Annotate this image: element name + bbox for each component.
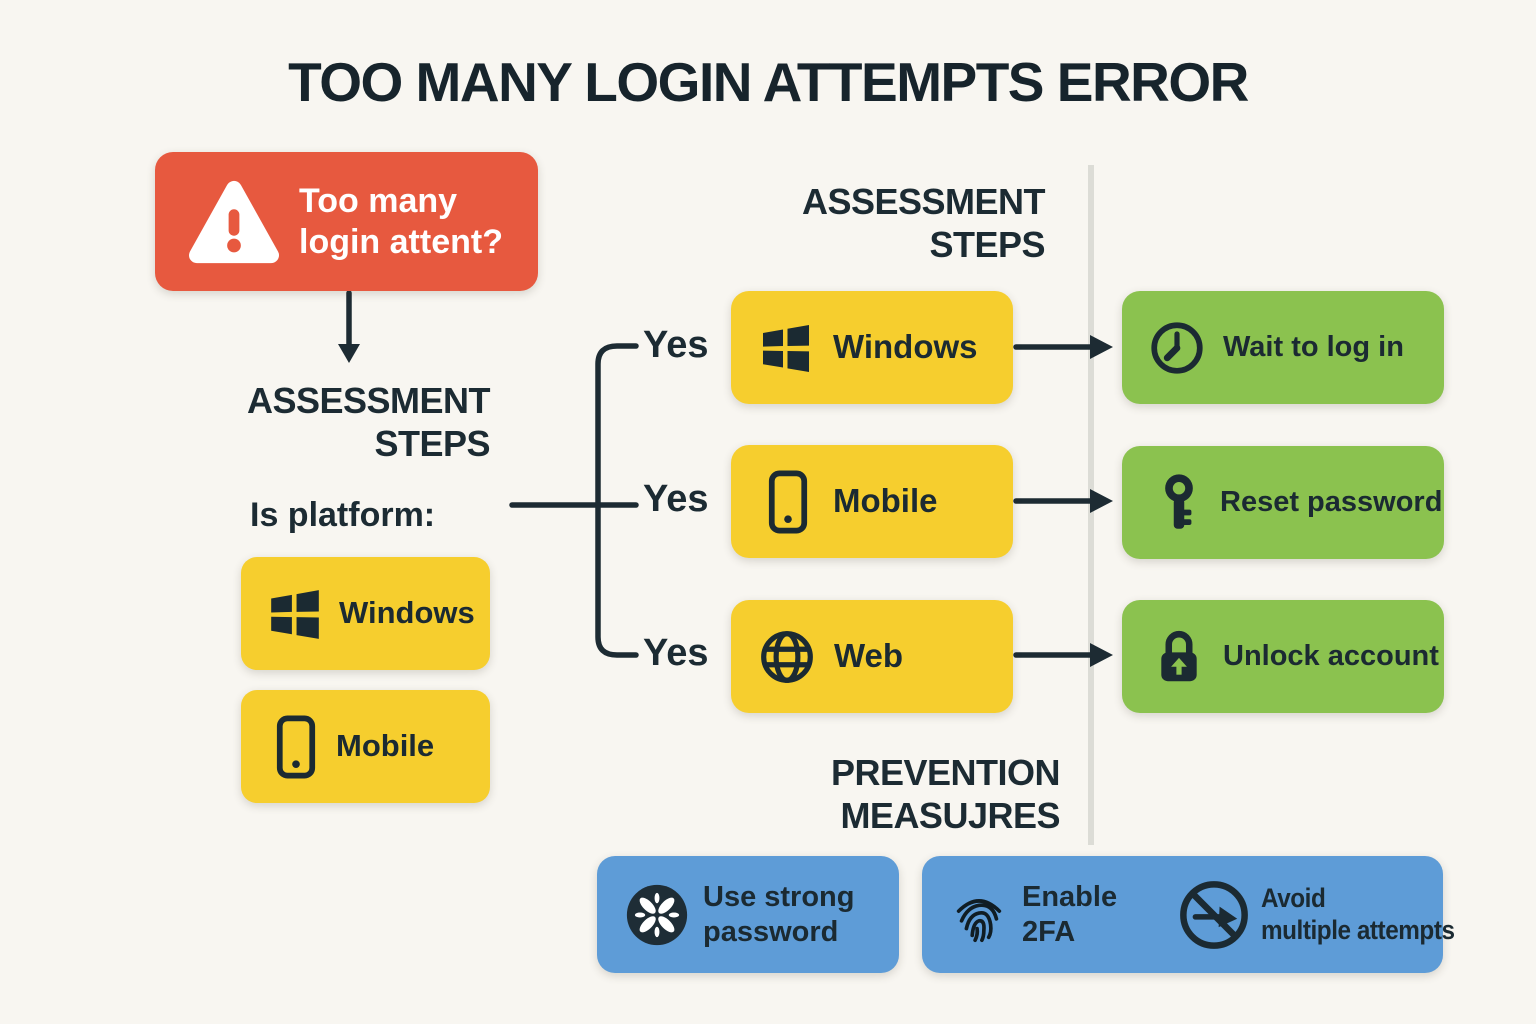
measure-label-line1: Enable [1022, 881, 1118, 914]
measure-strong-password: Use strong password [597, 856, 899, 973]
platform-question: Is platform: [250, 496, 436, 534]
warning-icon [185, 177, 283, 267]
key-icon [1158, 472, 1200, 534]
page-title: TOO MANY LOGIN ATTEMPTS ERROR [288, 51, 1249, 113]
platform-option-label: Mobile [336, 728, 435, 764]
platform-node-web: Web [731, 600, 1013, 713]
assessment-steps-heading-middle: ASSESSMENT STEPS [795, 180, 1046, 266]
platform-option-label: Windows [339, 595, 475, 631]
arrowhead-right-icon [1090, 489, 1113, 513]
action-node-label: Unlock account [1223, 640, 1439, 673]
measure-prevention-group: Enable 2FA Avoid multiple attempts [922, 856, 1455, 973]
mobile-icon [275, 714, 317, 780]
windows-icon [266, 585, 324, 643]
platform-node-mobile: Mobile [731, 445, 1013, 558]
heading-line: PREVENTION [830, 752, 1061, 793]
heading-line: MEASUJRES [840, 795, 1060, 836]
error-node-label-line1: Too many [299, 181, 458, 220]
branch-bracket [595, 343, 639, 658]
windows-icon [758, 320, 814, 376]
branch-label-yes-1: Yes [643, 324, 709, 366]
measure-enable-2fa: Enable 2FA [1022, 880, 1117, 948]
measure-label-line1: Avoid [1261, 882, 1326, 913]
branch-label-yes-3: Yes [643, 632, 709, 674]
action-node-unlock: Unlock account [1122, 600, 1444, 713]
measure-label-line2: password [703, 915, 839, 948]
globe-icon [758, 628, 816, 686]
asterisk-icon [625, 883, 689, 947]
heading-line: ASSESSMENT [246, 380, 491, 421]
assessment-steps-heading-left: ASSESSMENT STEPS [240, 379, 491, 465]
clock-icon [1148, 319, 1206, 377]
error-node-label-line2: login attent? [299, 222, 503, 261]
measure-avoid-attempts: Avoid multiple attempts [1261, 883, 1455, 947]
platform-node-label: Web [834, 637, 904, 675]
action-node-wait: Wait to log in [1122, 291, 1444, 404]
measure-label-line2: multiple attempts [1261, 914, 1455, 945]
mobile-icon [767, 469, 809, 535]
measure-label-line1: Use strong [703, 881, 855, 914]
action-node-label: Wait to log in [1223, 331, 1404, 364]
platform-node-label: Windows [833, 328, 978, 366]
platform-node-label: Mobile [833, 482, 938, 520]
platform-option-windows: Windows [241, 557, 490, 670]
platform-node-windows: Windows [731, 291, 1013, 404]
heading-line: STEPS [374, 423, 490, 464]
no-multiple-attempts-icon [1175, 876, 1253, 954]
fingerprint-icon [948, 884, 1010, 946]
error-node: Too many login attent? [155, 152, 538, 291]
branch-label-yes-2: Yes [643, 478, 709, 520]
action-node-reset: Reset password [1122, 446, 1444, 559]
arrowhead-right-icon [1090, 335, 1113, 359]
platform-option-mobile: Mobile [241, 690, 490, 803]
heading-line: ASSESSMENT [801, 181, 1046, 222]
heading-line: STEPS [929, 224, 1045, 265]
measure-label-line2: 2FA [1022, 915, 1076, 948]
arrowhead-right-icon [1090, 643, 1113, 667]
lock-arrow-icon [1152, 627, 1206, 687]
prevention-measures-heading: PREVENTION MEASUJRES [810, 751, 1061, 837]
action-node-label: Reset password [1220, 486, 1443, 519]
arrowhead-down-icon [338, 344, 360, 363]
